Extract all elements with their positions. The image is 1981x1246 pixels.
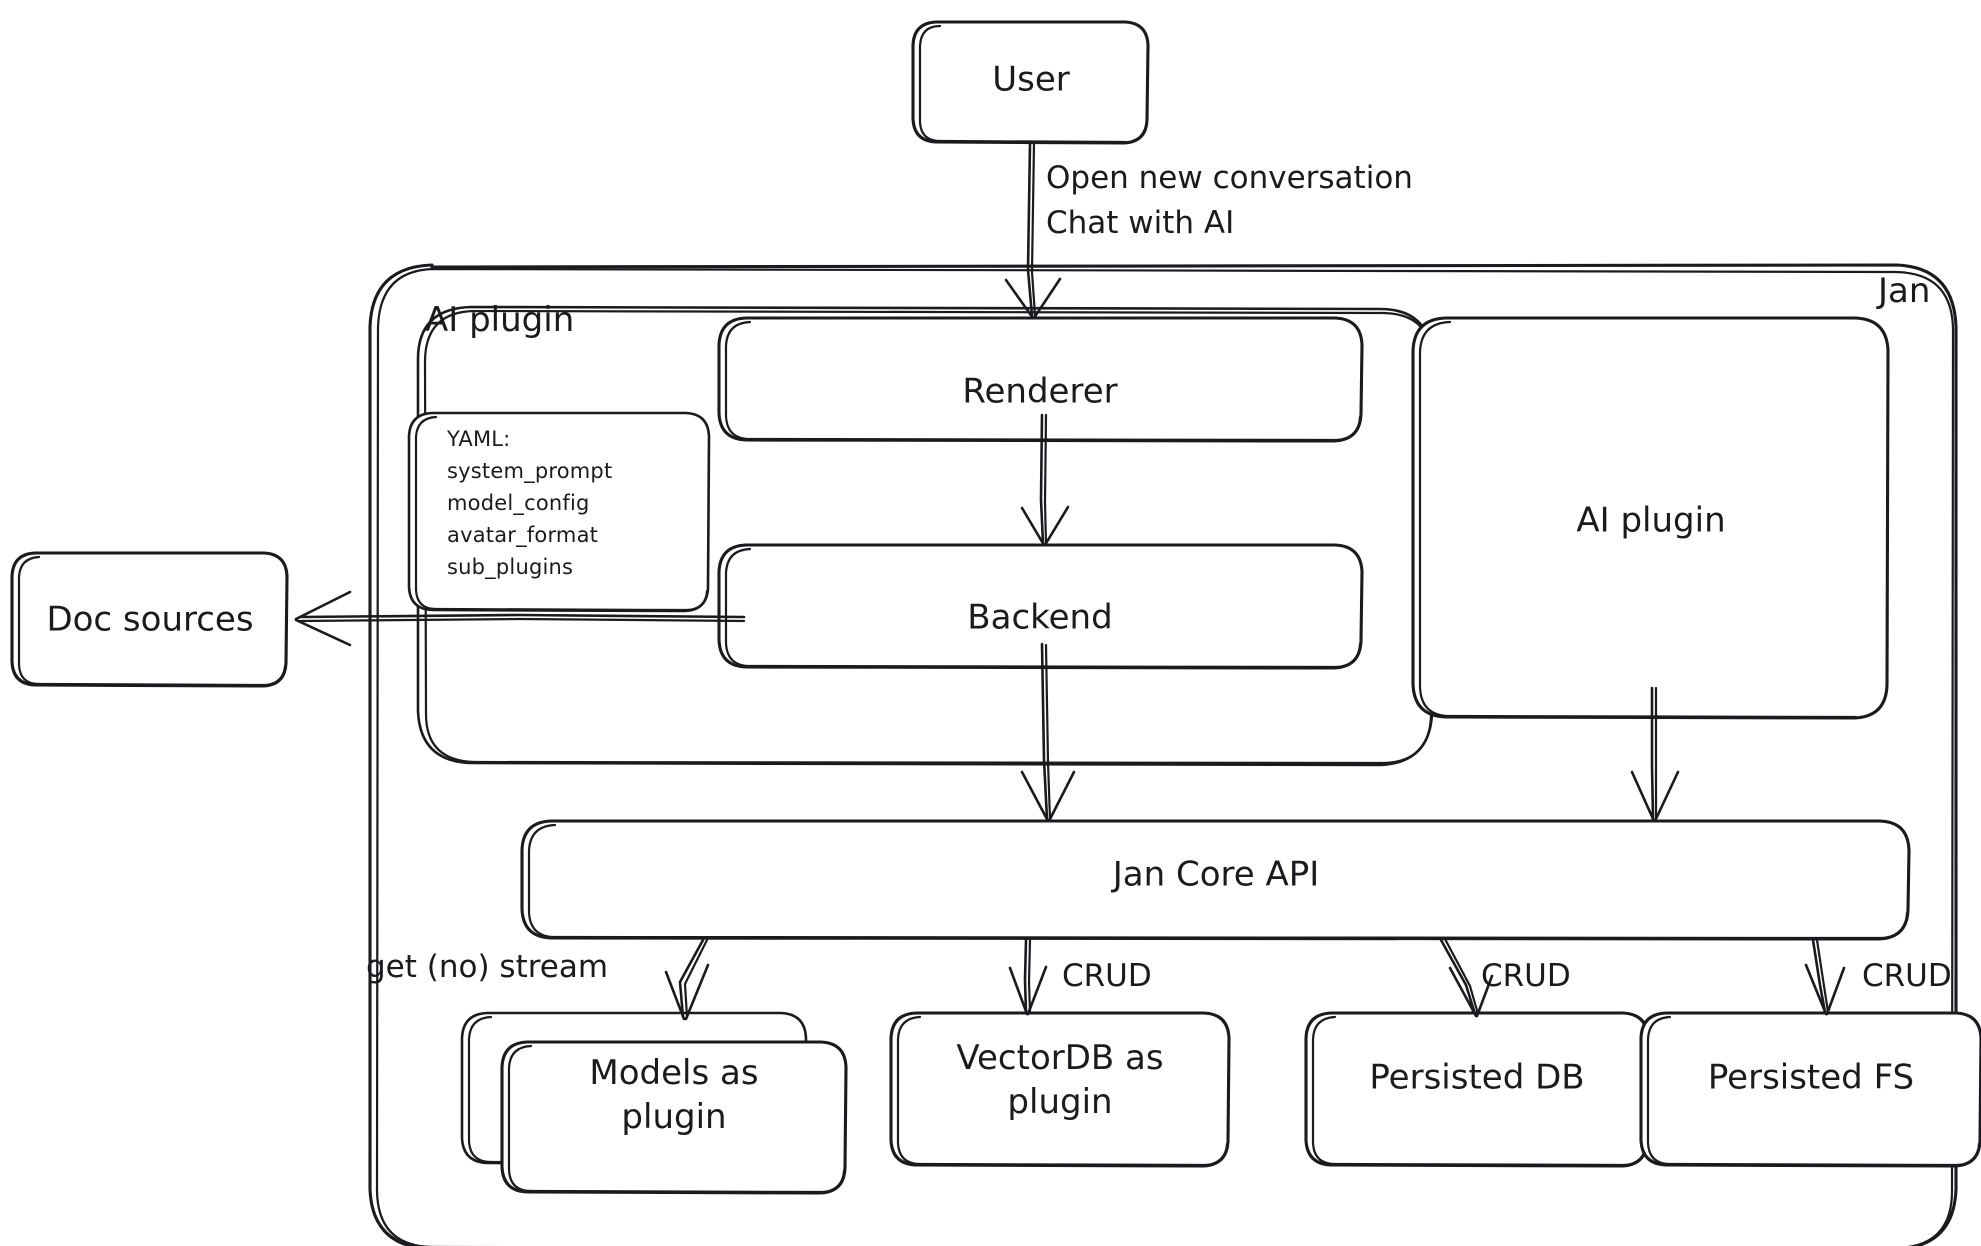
node-ai-plugin-shape bbox=[1411, 316, 1890, 720]
edge-backend-to-jan-core-api bbox=[1020, 642, 1076, 823]
edge-renderer-to-backend bbox=[1020, 413, 1070, 547]
models-plugin-line-1: Models as bbox=[589, 1052, 759, 1093]
yaml-header: YAML: bbox=[447, 427, 511, 451]
node-label-backend[interactable]: Backend bbox=[967, 597, 1113, 638]
edge-label-chat-with-ai: Chat with AI bbox=[1046, 205, 1235, 241]
node-label-persisted-db[interactable]: Persisted DB bbox=[1369, 1057, 1585, 1098]
models-plugin-line-2: plugin bbox=[621, 1097, 727, 1137]
yaml-key-system-prompt: system_prompt bbox=[447, 459, 613, 483]
edge-label-crud-persisted-fs: CRUD bbox=[1862, 958, 1952, 994]
edge-jan-core-api-to-vectordb bbox=[1008, 938, 1048, 1016]
node-vectordb-plugin-shape bbox=[889, 1011, 1231, 1168]
group-jan-container bbox=[368, 263, 1958, 1246]
node-label-renderer[interactable]: Renderer bbox=[962, 371, 1118, 412]
edge-label-open-new-conversation: Open new conversation bbox=[1046, 160, 1413, 196]
vectordb-plugin-line-1: VectorDB as bbox=[956, 1037, 1164, 1078]
node-label-doc-sources[interactable]: Doc sources bbox=[46, 599, 254, 640]
edge-user-to-renderer bbox=[1004, 141, 1062, 320]
yaml-card-shape bbox=[407, 411, 711, 613]
node-models-plugin-shape bbox=[500, 1040, 848, 1195]
edge-jan-core-api-to-models bbox=[664, 938, 710, 1021]
yaml-key-sub-plugins: sub_plugins bbox=[447, 555, 574, 579]
node-label-persisted-fs[interactable]: Persisted FS bbox=[1707, 1057, 1915, 1098]
node-label-user[interactable]: User bbox=[992, 59, 1070, 100]
yaml-key-avatar-format: avatar_format bbox=[447, 523, 599, 547]
yaml-key-model-config: model_config bbox=[447, 491, 590, 515]
node-user-shape bbox=[911, 20, 1150, 145]
node-doc-sources-shape bbox=[10, 551, 289, 688]
edge-label-crud-vectordb: CRUD bbox=[1062, 958, 1152, 994]
group-label-ai-plugin: AI plugin bbox=[425, 300, 575, 340]
edge-backend-to-doc-sources bbox=[294, 590, 746, 647]
edge-label-get-no-stream: get (no) stream bbox=[366, 949, 609, 985]
node-persisted-fs-shape bbox=[1639, 1011, 1981, 1168]
vectordb-plugin-line-2: plugin bbox=[1007, 1082, 1113, 1122]
node-renderer-shape bbox=[717, 316, 1364, 443]
edge-jan-core-api-to-persisted-db bbox=[1439, 937, 1494, 1018]
edge-jan-core-api-to-persisted-fs bbox=[1804, 938, 1846, 1016]
group-label-jan: Jan bbox=[1878, 271, 1931, 311]
node-jan-core-api-shape bbox=[520, 819, 1911, 941]
node-backend-shape bbox=[717, 543, 1364, 670]
edge-ai-plugin-to-jan-core-api bbox=[1630, 686, 1680, 823]
node-label-ai-plugin[interactable]: AI plugin bbox=[1576, 500, 1726, 541]
edge-label-crud-persisted-db: CRUD bbox=[1481, 958, 1571, 994]
node-label-jan-core-api[interactable]: Jan Core API bbox=[1112, 854, 1320, 895]
